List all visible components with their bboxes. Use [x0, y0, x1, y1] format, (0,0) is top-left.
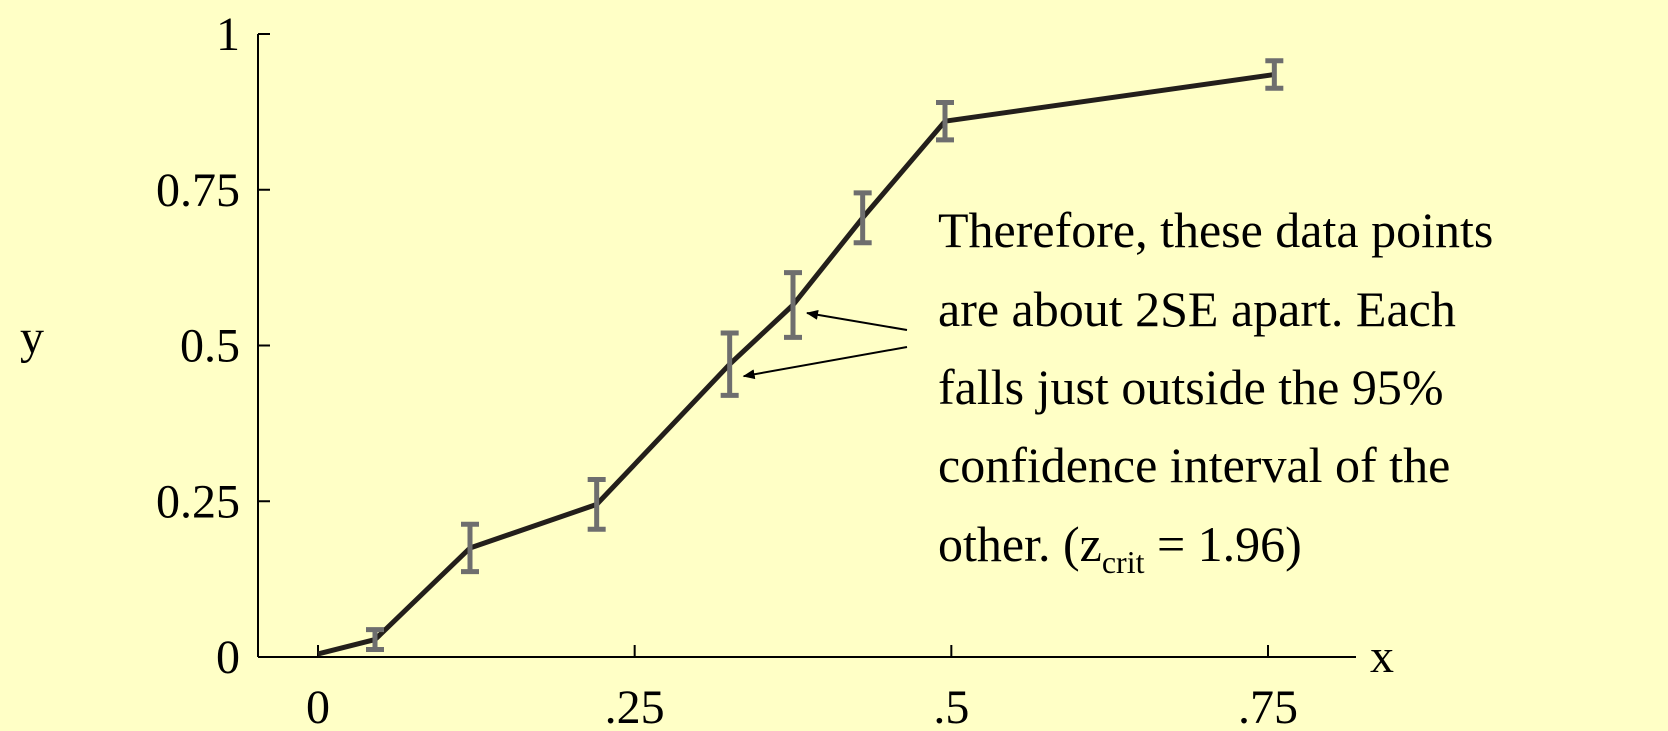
y-ticks: 0 0.25 0.5 0.75 1	[156, 8, 270, 684]
annotation: Therefore, these data points are about 2…	[742, 202, 1493, 580]
y-tick-label: 1	[216, 8, 240, 61]
error-bar	[1265, 58, 1284, 91]
y-tick-label: 0.25	[156, 475, 240, 528]
error-bar	[936, 100, 954, 143]
annotation-line-3: falls just outside the 95%	[938, 359, 1444, 415]
annotation-line-1: Therefore, these data points	[938, 202, 1493, 258]
annotation-line-5: other. (zcrit = 1.96)	[938, 516, 1302, 580]
error-bar	[784, 270, 802, 340]
y-tick-label: 0.75	[156, 164, 240, 217]
error-bars	[366, 58, 1284, 653]
annotation-arrow	[742, 346, 908, 380]
x-axis-title: x	[1370, 630, 1394, 683]
error-bar	[720, 330, 739, 398]
annotation-arrow	[806, 309, 908, 331]
error-bar	[853, 190, 872, 246]
y-tick-label: 0	[216, 631, 240, 684]
x-tick-label: .75	[1238, 681, 1298, 731]
annotation-line-5-prefix: other. (z	[938, 516, 1102, 572]
x-tick-label: .25	[605, 681, 665, 731]
x-tick-label: .5	[933, 681, 969, 731]
error-bar	[366, 627, 384, 653]
x-tick-label: 0	[306, 681, 330, 731]
series	[317, 58, 1284, 657]
error-bar	[461, 521, 479, 575]
x-ticks: 0 .25 .5 .75	[306, 645, 1298, 731]
annotation-line-2: are about 2SE apart. Each	[938, 281, 1456, 337]
annotation-arrows	[742, 309, 908, 380]
error-bar	[587, 476, 606, 532]
annotation-z-subscript: crit	[1102, 544, 1145, 580]
y-axis-title: y	[20, 311, 44, 364]
annotation-line-5-suffix: = 1.96)	[1144, 516, 1301, 572]
y-tick-label: 0.5	[180, 320, 240, 373]
annotation-line-4: confidence interval of the	[938, 437, 1450, 493]
